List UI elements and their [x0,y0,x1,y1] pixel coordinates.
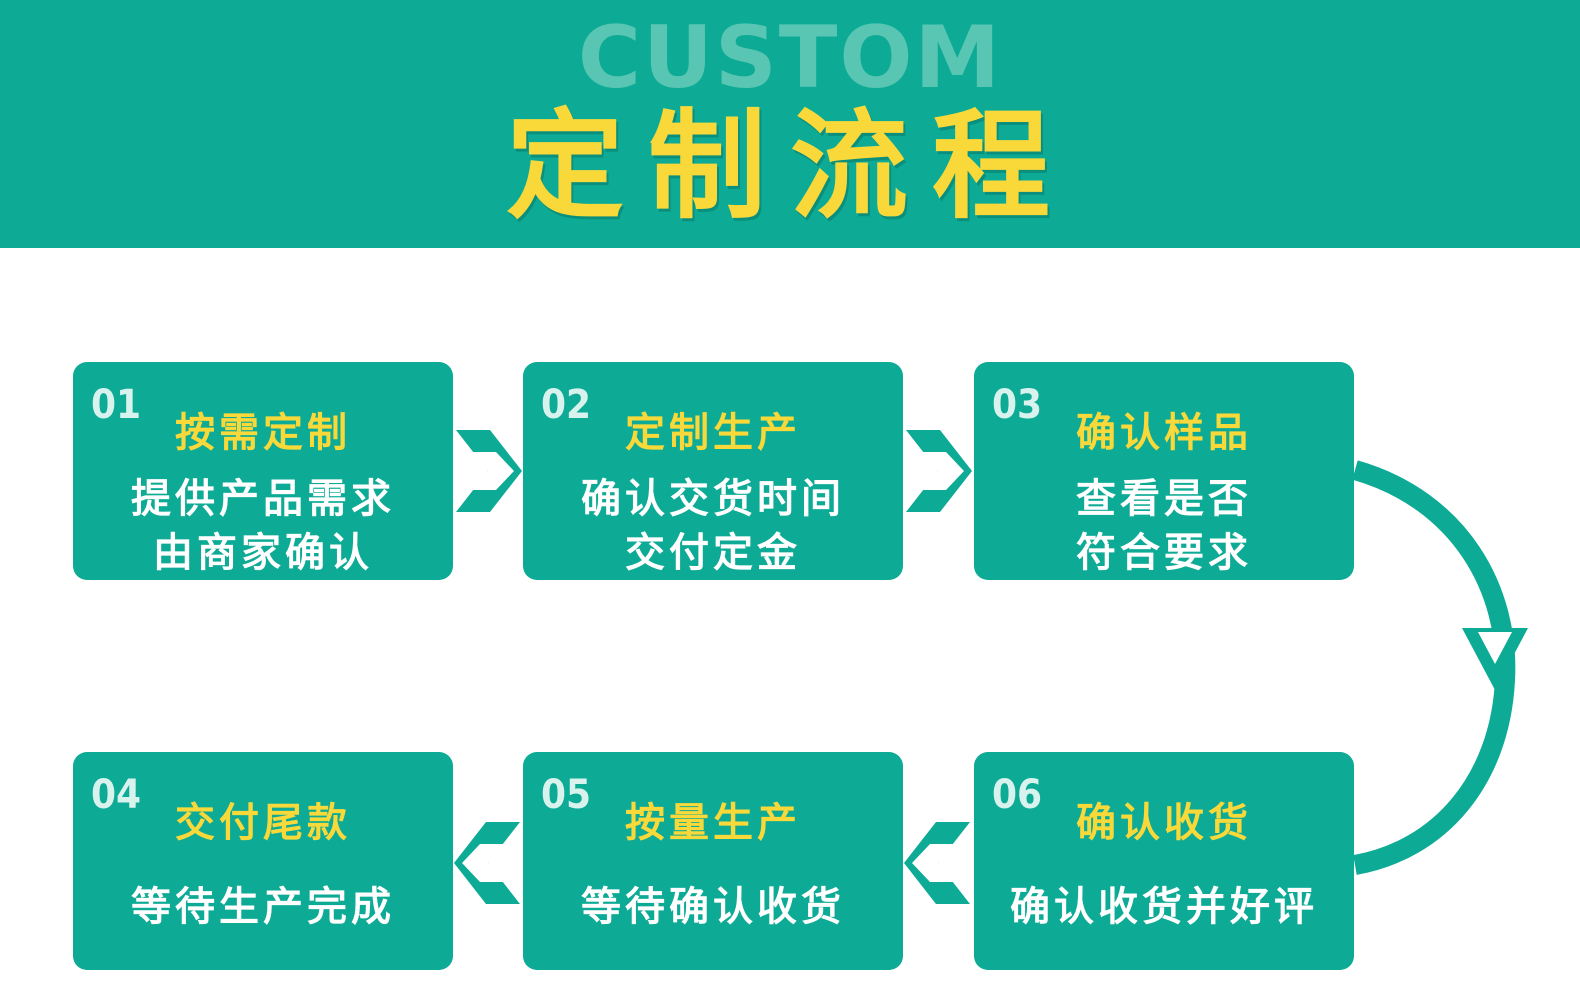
chevron-left-icon [454,822,520,904]
header-banner: CUSTOM 定制流程 [0,0,1580,248]
step-card-05: 05 按量生产 等待确认收货 [523,752,903,970]
step-description: 提供产品需求 由商家确认 [131,476,395,576]
step-title: 定制生产 [625,410,801,456]
chevron-right-icon [456,430,522,512]
step-card-02: 02 定制生产 确认交货时间 交付定金 [523,362,903,580]
step-description: 确认收货并好评 [1010,884,1318,930]
step-card-01: 01 按需定制 提供产品需求 由商家确认 [73,362,453,580]
step-number: 02 [541,382,592,428]
step-title: 确认收货 [1076,800,1252,846]
chevron-right-icon [906,430,972,512]
step-number: 06 [992,772,1043,818]
step-card-03: 03 确认样品 查看是否 符合要求 [974,362,1354,580]
step-title: 按量生产 [625,800,801,846]
header-subtitle: CUSTOM [577,8,1003,108]
step-title: 交付尾款 [175,800,351,846]
step-number: 05 [541,772,592,818]
step-card-06: 06 确认收货 确认收货并好评 [974,752,1354,970]
step-number: 04 [91,772,142,818]
step-number: 01 [91,382,142,428]
step-description: 确认交货时间 交付定金 [581,476,845,576]
step-description: 查看是否 符合要求 [1076,476,1252,576]
step-title: 按需定制 [175,410,351,456]
step-description: 等待确认收货 [581,884,845,930]
step-number: 03 [992,382,1043,428]
curved-arrow-icon [1352,460,1528,875]
chevron-left-icon [904,822,970,904]
step-card-04: 04 交付尾款 等待生产完成 [73,752,453,970]
step-description: 等待生产完成 [131,884,395,930]
step-title: 确认样品 [1076,410,1252,456]
header-title: 定制流程 [505,97,1074,235]
